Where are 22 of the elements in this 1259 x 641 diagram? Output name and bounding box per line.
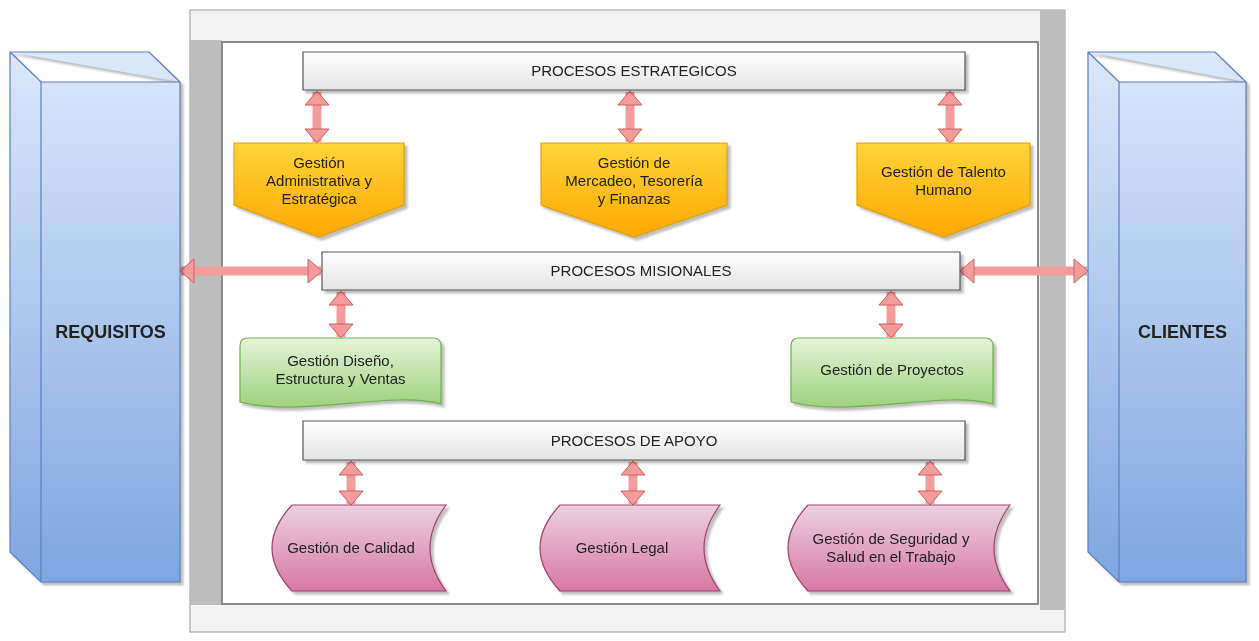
node-label: Gestión de Talento Humano — [880, 162, 1007, 199]
node-label: PROCESOS ESTRATEGICOS — [531, 62, 737, 80]
double-arrow — [179, 258, 323, 284]
node-label: CLIENTES — [1138, 323, 1227, 341]
double-arrow — [937, 90, 963, 144]
node-label: Gestión Administrativa y Estratégica — [265, 153, 373, 208]
double-arrow — [304, 90, 330, 144]
node-label: Gestión de Calidad — [287, 539, 415, 557]
node-label: PROCESOS DE APOYO — [550, 431, 718, 450]
double-arrow — [878, 290, 904, 339]
node-label: Gestión Diseño, Estructura y Ventas — [274, 352, 407, 388]
double-arrow — [617, 90, 643, 144]
node-label: REQUISITOS — [55, 323, 166, 341]
double-arrow — [338, 460, 364, 506]
node-label: Gestión de Proyectos — [820, 361, 964, 379]
double-arrow — [917, 460, 943, 506]
double-arrow — [620, 460, 646, 506]
node-label: PROCESOS MISIONALES — [550, 262, 732, 280]
node-label: Gestión de Seguridad y Salud en el Trabajo — [811, 530, 971, 566]
node-label: Gestión de Mercadeo, Tesorería y Finanzas — [564, 153, 704, 208]
double-arrow — [328, 290, 354, 339]
node-label: Gestión Legal — [575, 539, 669, 557]
